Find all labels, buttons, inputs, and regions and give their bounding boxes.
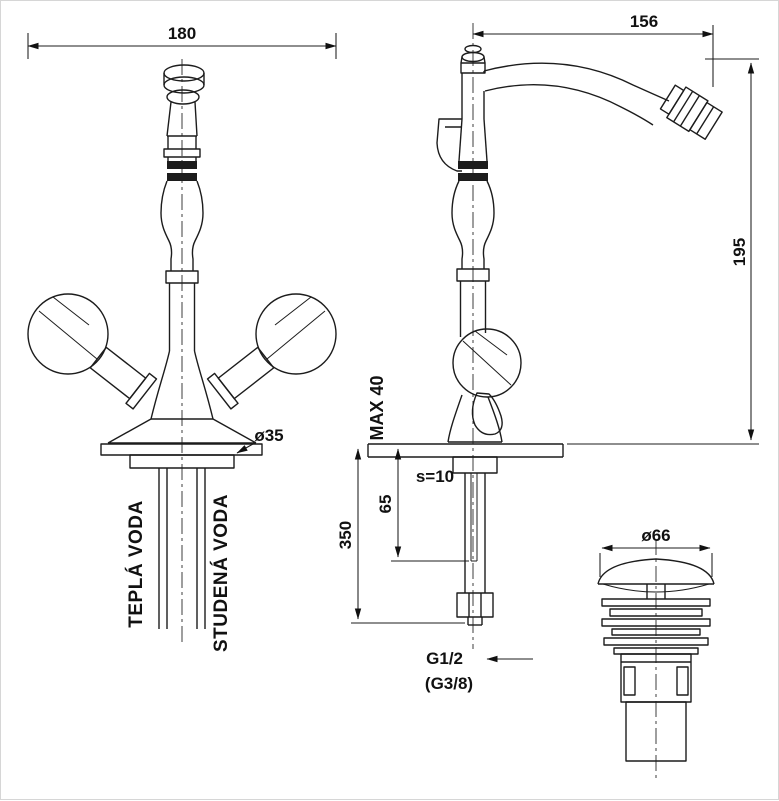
dim-d66-label: ø66 <box>641 526 670 545</box>
handle-left <box>27 293 158 410</box>
handle-right <box>206 293 337 410</box>
dim-65-label: 65 <box>376 495 395 514</box>
thread-main-label: G1/2 <box>426 649 463 668</box>
side-view-drawing <box>367 23 723 649</box>
dimension-drain-d66: ø66 <box>599 526 713 577</box>
thread-alt-label: (G3/8) <box>425 674 473 693</box>
hot-water-label: TEPLÁ VODA <box>125 500 147 627</box>
dimension-reach-156: 156 <box>472 12 714 87</box>
dimension-below-deck-350: 350 <box>336 448 465 624</box>
dim-156-label: 156 <box>630 12 658 31</box>
dim-195-label: 195 <box>730 238 749 266</box>
gasket-label: s=10 <box>416 467 454 486</box>
front-view-drawing: TEPLÁ VODA STUDENÁ VODA <box>27 59 337 652</box>
dim-180-label: 180 <box>168 24 196 43</box>
max-thickness-label: MAX 40 <box>367 375 387 440</box>
thread-callout: G1/2 (G3/8) <box>425 649 533 693</box>
dim-d35-label: ø35 <box>254 426 283 445</box>
cold-water-label: STUDENÁ VODA <box>210 494 232 652</box>
aerator <box>659 84 723 140</box>
drain-assembly-drawing: ø66 <box>597 526 715 779</box>
dim-350-label: 350 <box>336 521 355 549</box>
dimension-width-180: 180 <box>27 24 337 59</box>
dimension-height-195: 195 <box>567 58 759 445</box>
dimension-rod-65: 65 <box>376 448 469 562</box>
dimension-hole-d35: ø35 <box>236 426 284 454</box>
